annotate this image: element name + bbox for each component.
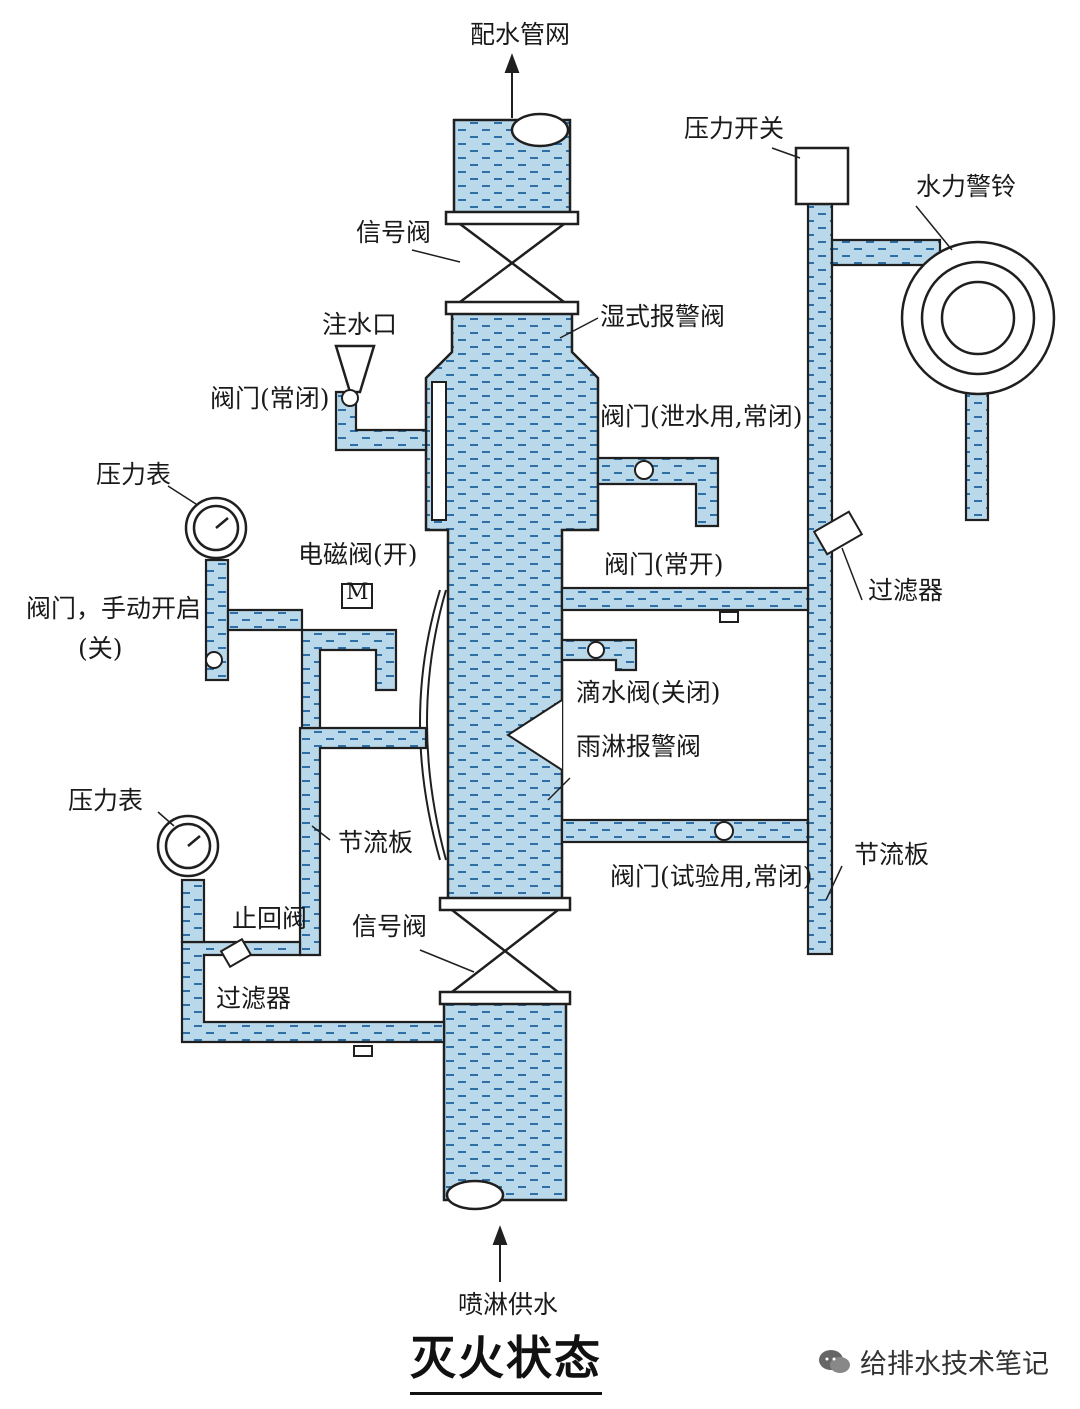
label-fill-port: 注水口	[322, 310, 398, 339]
deluge-diaphragm	[419, 589, 563, 861]
leader-lines	[157, 147, 953, 973]
watermark-text: 给排水技术笔记	[860, 1349, 1049, 1380]
label-drain-valve: 阀门(泄水用,常闭)	[600, 402, 803, 431]
label-check-valve: 止回阀	[232, 904, 308, 933]
pressure-gauges	[156, 496, 248, 878]
bottom-pipe-cut	[445, 1179, 505, 1211]
branch-pipes	[180, 202, 990, 1044]
label-pressure-gauge-top: 压力表	[96, 460, 172, 489]
chat-icon	[819, 1349, 850, 1373]
label-manual-valve-2: (关)	[78, 634, 123, 663]
label-valve-normally-closed: 阀门(常闭)	[210, 384, 330, 413]
alarm-devices	[334, 146, 1056, 396]
top-pipe-cut	[510, 112, 570, 148]
watermark: 给排水技术笔记	[818, 1342, 1049, 1381]
label-top-outlet: 配水管网	[470, 20, 571, 49]
pressure-switch-box	[794, 146, 850, 206]
label-orifice-right: 节流板	[854, 840, 930, 869]
label-manual-valve-1: 阀门，手动开启	[26, 594, 202, 623]
label-drip-valve: 滴水阀(关闭)	[576, 678, 721, 707]
label-signal-valve-top: 信号阀	[356, 218, 432, 247]
label-pressure-gauge-bottom: 压力表	[68, 786, 144, 815]
small-valves	[205, 389, 864, 1057]
label-water-motor-gong: 水力警铃	[916, 172, 1017, 201]
label-orifice-left: 节流板	[338, 828, 414, 857]
bottom-pipe	[442, 998, 568, 1202]
label-solenoid-valve: 电磁阀(开)	[298, 540, 418, 569]
main-riser	[424, 112, 600, 1211]
label-deluge-alarm-valve: 雨淋报警阀	[576, 732, 702, 761]
flow-arrows	[492, 53, 520, 1282]
diagram-title: 灭火状态	[410, 1322, 602, 1395]
label-test-valve: 阀门(试验用,常闭)	[610, 862, 813, 891]
label-signal-valve-bottom: 信号阀	[352, 912, 428, 941]
label-pressure-switch: 压力开关	[684, 114, 785, 143]
fill-funnel	[334, 344, 376, 394]
signal-valves	[438, 210, 580, 1006]
label-bottom-inlet: 喷淋供水	[458, 1290, 559, 1319]
label-filter-left: 过滤器	[216, 984, 292, 1013]
label-wet-alarm-valve: 湿式报警阀	[600, 302, 726, 331]
label-solenoid-mark: M	[346, 580, 369, 605]
label-filter-right: 过滤器	[868, 576, 944, 605]
label-valve-normally-open: 阀门(常开)	[604, 550, 724, 579]
